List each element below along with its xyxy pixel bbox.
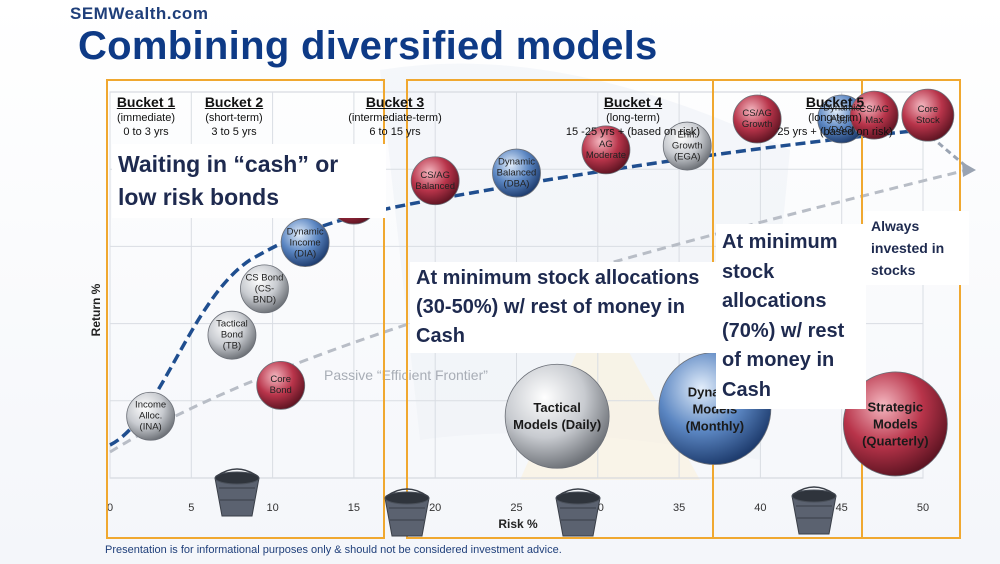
- bucket-range: 25 yrs + (based on risk): [777, 126, 893, 138]
- y-axis-label: Return %: [89, 283, 103, 336]
- brand-logo-text: SEMWealth.com: [70, 4, 209, 23]
- bucket-term: (long-term): [808, 112, 862, 124]
- bubble-label: CS Bond (CS-BND): [245, 272, 284, 306]
- pail-icon: [555, 488, 601, 537]
- x-tick-label: 25: [510, 502, 522, 514]
- pail-icon: [214, 468, 260, 517]
- x-tick-label: 0: [107, 502, 113, 514]
- bubble-label: CS/AG Max: [859, 104, 889, 127]
- pail-rim: [555, 491, 601, 505]
- bubble-dynamic-income-dia: [280, 218, 330, 267]
- pail-handle: [216, 468, 258, 477]
- bubble-label: AG Moderate: [585, 138, 626, 161]
- bubble-label: Strategic Models (Quarterly): [862, 399, 929, 449]
- x-tick-label: 5: [188, 502, 194, 514]
- bubble-cs-bond-cs-bnd: [240, 264, 289, 314]
- bubble-label: Income Alloc. (INA): [135, 399, 167, 433]
- bubble-ag-moderate: [581, 125, 631, 175]
- callout-min-stock-30-50: At minimum stock allocations (30-50%) w/…: [410, 262, 722, 353]
- pail-ridges: [219, 487, 255, 501]
- bucket-name: Bucket 1: [116, 94, 176, 110]
- disclaimer-footer: Presentation is for informational purpos…: [105, 544, 562, 556]
- x-tick-label: 15: [348, 502, 360, 514]
- bubble-income-alloc-ina: [126, 391, 176, 441]
- bubble-label: Tactical Bond (TB): [216, 318, 248, 352]
- bucket-range: 6 to 15 yrs: [369, 126, 421, 138]
- bucket-1-header: Bucket 1 (immediate) 0 to 3 yrs: [110, 93, 182, 139]
- x-tick-label: 50: [917, 502, 929, 514]
- bubble-label: CS/AG Balanced: [415, 169, 455, 192]
- pail-rim: [791, 489, 837, 503]
- bucket-term: (short-term): [205, 112, 263, 124]
- x-tick-label: 35: [673, 502, 685, 514]
- bucket-term: (immediate): [116, 112, 176, 124]
- pail-handle: [386, 488, 428, 497]
- bubble-cs-ag-balanced: [410, 156, 460, 206]
- callout-cash-bonds: Waiting in “cash” or low risk bonds: [112, 144, 386, 218]
- bucket-name: Bucket 3: [365, 94, 425, 110]
- bucket-range: 15 -25 yrs + (based on risk): [565, 126, 701, 138]
- bubble-tactical-models-daily: [504, 363, 610, 469]
- bubble-label: Enh. Growth (EGA): [671, 129, 703, 163]
- x-tick-label: 10: [266, 502, 278, 514]
- bubble-label: CS/AG Growth: [741, 108, 773, 131]
- bucket-3-header: Bucket 3 (intermediate-term) 6 to 15 yrs: [330, 93, 460, 139]
- bubble-core-bond: [256, 360, 306, 410]
- pail-ridges: [796, 505, 832, 519]
- bucket-name: Bucket 4: [603, 94, 663, 110]
- bubble-label: Dynamic Income (DIA): [286, 226, 324, 260]
- pail-rim: [214, 471, 260, 485]
- bucket-5-header: Bucket 5 (long-term) 25 yrs + (based on …: [750, 93, 920, 139]
- bubble-label: Dynamic Balanced (DBA): [496, 156, 537, 190]
- bucket-range: 3 to 5 yrs: [211, 126, 257, 138]
- bubble-dynamic-balanced-dba: [492, 148, 541, 198]
- bubble-strategic-models-quarterly: [842, 371, 948, 477]
- bubble-label: Dynamic Aggr. (DAG): [823, 102, 861, 136]
- x-tick-label: 40: [754, 502, 766, 514]
- pail-ridges: [560, 507, 596, 521]
- callout-always-stocks: Always invested in stocks: [865, 211, 969, 285]
- bubble-cs-ag-growth: [732, 94, 782, 144]
- bucket-1-3-box: [106, 79, 385, 539]
- bubble-core-stock: [901, 88, 955, 142]
- frontier-arrowhead: [962, 162, 976, 177]
- bucket-range: 0 to 3 yrs: [123, 126, 169, 138]
- page-title: Combining diversified models: [78, 24, 658, 68]
- bucket-2-header: Bucket 2 (short-term) 3 to 5 yrs: [196, 93, 272, 139]
- pail-handle: [793, 486, 835, 495]
- bubble-tactical-bond-tb: [207, 310, 257, 360]
- pail-icon: [384, 488, 430, 537]
- pail-ridges: [389, 507, 425, 521]
- x-tick-label: 45: [836, 502, 848, 514]
- bucket-4-header: Bucket 4 (long-term) 15 -25 yrs + (based…: [548, 93, 718, 139]
- x-tick-label: 20: [429, 502, 441, 514]
- bubble-label: Core Bond: [269, 374, 292, 397]
- bucket-name: Bucket 5: [805, 94, 865, 110]
- bucket-term: (intermediate-term): [348, 112, 442, 124]
- pail-rim: [384, 491, 430, 505]
- pail-icon: [791, 486, 837, 535]
- bucket-name: Bucket 2: [204, 94, 264, 110]
- bubble-label: Core Stock: [915, 104, 940, 127]
- x-axis-label: Risk %: [498, 517, 538, 531]
- callout-min-stock-70: At minimum stock allocations (70%) w/ re…: [716, 224, 866, 409]
- bubble-cs-ag-max: [849, 90, 899, 140]
- bubble-label: Tactical Models (Daily): [513, 400, 602, 433]
- pail-handle: [557, 488, 599, 497]
- bucket-term: (long-term): [606, 112, 660, 124]
- bubble-enh-growth-ega: [662, 121, 712, 171]
